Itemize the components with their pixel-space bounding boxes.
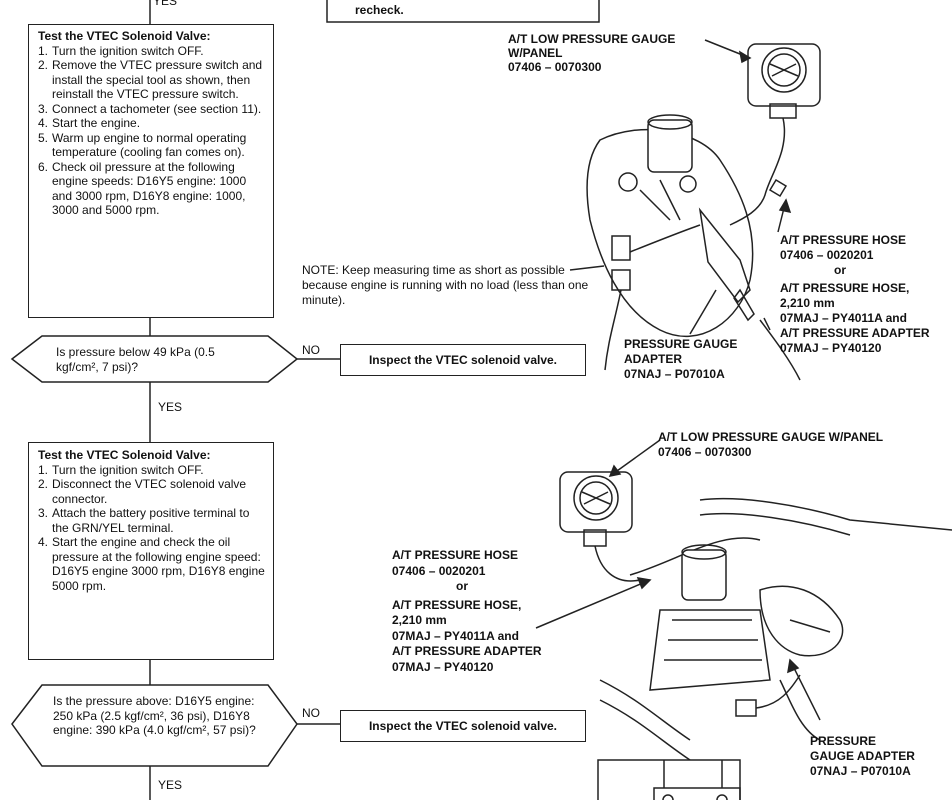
step-2-title: Test the VTEC Solenoid Valve:: [38, 448, 211, 462]
step-item: 5.Warm up engine to normal operating tem…: [38, 131, 265, 160]
figure-2-drawing: [535, 439, 952, 800]
step-item-text: Warm up engine to normal operating tempe…: [52, 130, 247, 160]
step-item-number: 3.: [38, 506, 49, 520]
decision-1-no-label: NO: [302, 343, 320, 357]
step-item-number: 3.: [38, 101, 49, 116]
step-1-box: Test the VTEC Solenoid Valve: 1.Turn the…: [28, 24, 274, 318]
note-text: NOTE: Keep measuring time as short as po…: [302, 263, 589, 307]
step-item-text: Disconnect the VTEC solenoid valve conne…: [52, 477, 247, 506]
step-item-text: Check oil pressure at the following engi…: [52, 159, 247, 218]
step-item-text: Start the engine and check the oil press…: [52, 535, 265, 593]
fig2-gauge-label: A/T LOW PRESSURE GAUGE W/PANEL 07406 – 0…: [658, 430, 884, 459]
step-item-text: Attach the battery positive terminal to …: [52, 506, 250, 535]
step-item-number: 6.: [38, 159, 49, 174]
step-item-number: 4.: [38, 116, 49, 130]
fig2-hose-label: A/T PRESSURE HOSE 07406 – 0020201 or A/T…: [392, 548, 542, 674]
action-1-text: Inspect the VTEC solenoid valve.: [368, 353, 558, 367]
fig1-adapter-label: PRESSURE GAUGE ADAPTER 07NAJ – P07010A: [624, 337, 738, 381]
step-2-box: Test the VTEC Solenoid Valve: 1.Turn the…: [28, 442, 274, 660]
fig1-gauge-label: A/T LOW PRESSURE GAUGE W/PANEL 07406 – 0…: [508, 32, 676, 74]
step-item-number: 2.: [38, 477, 49, 491]
step-1-title: Test the VTEC Solenoid Valve:: [38, 29, 211, 43]
step-item-number: 1.: [38, 462, 49, 477]
step-item-text: Remove the VTEC pressure switch and inst…: [52, 58, 263, 101]
action-2-text: Inspect the VTEC solenoid valve.: [368, 719, 558, 733]
action-2-box: Inspect the VTEC solenoid valve.: [340, 710, 586, 742]
step-item: 6.Check oil pressure at the following en…: [38, 160, 265, 218]
step-2-list: 1.Turn the ignition switch OFF.2.Disconn…: [38, 463, 265, 594]
step-item: 3.Attach the battery positive terminal t…: [38, 506, 265, 535]
decision-2-yes-label: YES: [158, 778, 183, 792]
step-item-number: 4.: [38, 535, 49, 549]
decision-1-yes-label: YES: [158, 400, 183, 414]
step-item: 1.Turn the ignition switch OFF.: [38, 44, 265, 59]
step-item-number: 1.: [38, 43, 49, 58]
top-recheck-text: recheck.: [355, 3, 404, 17]
decision-1-question: Is pressure below 49 kPa (0.5 kgf/cm², 7…: [56, 345, 215, 374]
step-item-number: 5.: [38, 130, 49, 145]
step-item-text: Turn the ignition switch OFF.: [52, 462, 204, 477]
fig1-hose-label: A/T PRESSURE HOSE 07406 – 0020201 or A/T…: [780, 233, 930, 355]
figure-1-drawing: [569, 39, 821, 381]
step-item-text: Start the engine.: [52, 116, 141, 130]
step-item-number: 2.: [38, 58, 49, 72]
step-item: 4.Start the engine and check the oil pre…: [38, 535, 265, 593]
step-item: 2.Disconnect the VTEC solenoid valve con…: [38, 477, 265, 506]
action-1-box: Inspect the VTEC solenoid valve.: [340, 344, 586, 376]
step-item: 1.Turn the ignition switch OFF.: [38, 463, 265, 478]
step-1-list: 1.Turn the ignition switch OFF.2.Remove …: [38, 44, 265, 218]
decision-2-no-label: NO: [302, 706, 320, 720]
top-yes-label: YES: [153, 0, 178, 8]
step-item: 2.Remove the VTEC pressure switch and in…: [38, 58, 265, 102]
step-item-text: Turn the ignition switch OFF.: [52, 43, 204, 58]
step-item-text: Connect a tachometer (see section 11).: [52, 101, 262, 116]
decision-2-question: Is the pressure above: D16Y5 engine: 250…: [53, 694, 256, 737]
step-item: 4.Start the engine.: [38, 116, 265, 131]
fig2-adapter-label: PRESSURE GAUGE ADAPTER 07NAJ – P07010A: [810, 734, 915, 778]
step-item: 3.Connect a tachometer (see section 11).: [38, 102, 265, 117]
